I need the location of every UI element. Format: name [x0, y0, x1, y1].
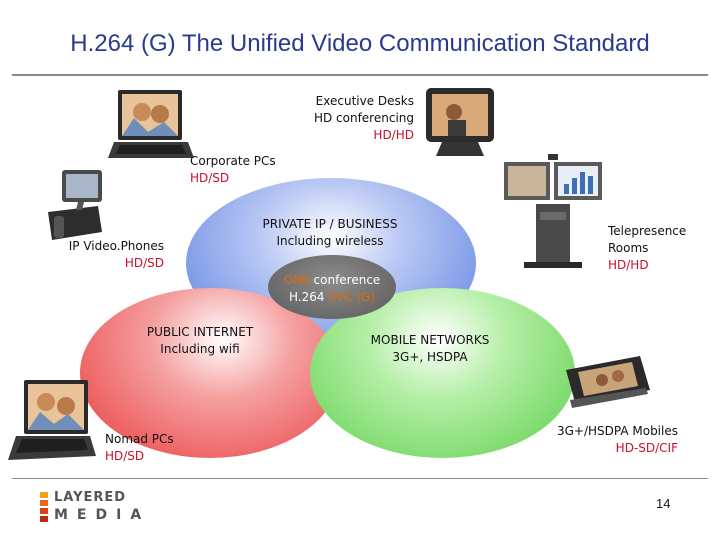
mobile-networks-label: MOBILE NETWORKS 3G+, HSDPA: [370, 333, 490, 364]
public-internet-region: [80, 288, 340, 458]
slide-title: H.264 (G) The Unified Video Communicatio…: [70, 30, 650, 57]
mobiles-3g-label: 3G+/HSDPA Mobiles HD-SD/CIF: [556, 424, 678, 455]
logo-line-1: LAYERED: [54, 490, 127, 505]
corporate-pcs-label: Corporate PCs HD/SD: [190, 154, 276, 185]
smartphone-icon: [566, 356, 650, 408]
title-divider: [12, 74, 708, 76]
telepresence-label: Telepresence Rooms HD/HD: [608, 224, 687, 272]
logo-mark-icon: [40, 492, 48, 524]
layered-media-logo: LAYERED MEDIA: [40, 490, 141, 526]
one-conference-label: ONE conference H.264 SVC (G): [283, 273, 381, 304]
telepresence-room-icon: [504, 154, 602, 268]
logo-line-2: MEDIA: [54, 507, 151, 523]
one-conference-region: [268, 255, 396, 319]
private-ip-label: PRIVATE IP / BUSINESS Including wireless: [262, 217, 398, 248]
page-number: 14: [656, 496, 671, 511]
laptop-icon: [8, 380, 96, 460]
executive-desks-label: Executive Desks HD conferencing HD/HD: [313, 94, 414, 142]
nomad-pcs-label: Nomad PCs HD/SD: [105, 432, 174, 463]
footer-divider: [12, 478, 708, 479]
ip-videophones-label: IP Video.Phones HD/SD: [68, 239, 164, 270]
public-internet-label: PUBLIC INTERNET Including wifi: [146, 325, 254, 356]
executive-desk-terminal-icon: [426, 88, 494, 156]
laptop-icon: [108, 90, 194, 158]
video-phone-icon: [48, 170, 102, 240]
